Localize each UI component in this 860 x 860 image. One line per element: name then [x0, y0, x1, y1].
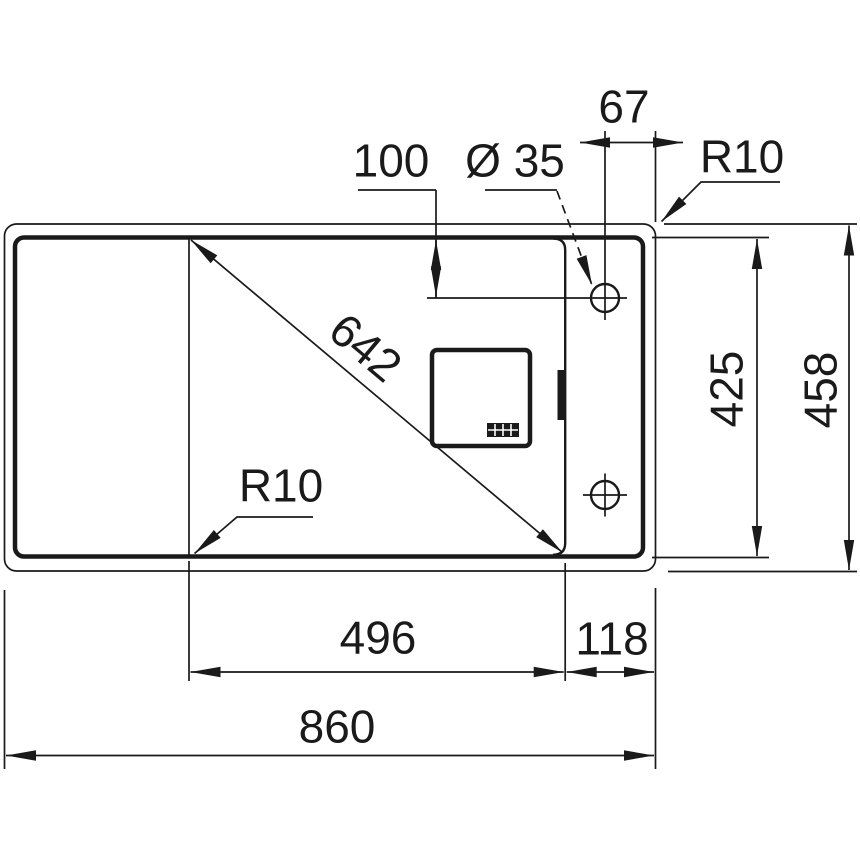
label-outer-corner-radius: R10	[660, 131, 784, 223]
dim-overall-width: 860	[3, 590, 654, 769]
dim-line-642	[190, 239, 564, 554]
dim-label-100: 100	[353, 135, 430, 187]
bowl-right-wall	[552, 237, 567, 556]
dim-label-dia-35: Ø 35	[465, 135, 565, 187]
dim-label-458: 458	[795, 352, 847, 429]
dim-hole-offset-corner: 67	[580, 81, 683, 222]
sink-rim-outline	[12, 235, 646, 559]
dim-label-860: 860	[299, 701, 376, 753]
dim-bowl-width: 496	[188, 561, 567, 681]
sink-outer-outline	[3, 223, 657, 572]
dim-label-r10-bowl: R10	[239, 460, 323, 512]
label-bowl-corner-radius: R10	[193, 460, 323, 555]
dim-label-r10-outer: R10	[700, 131, 784, 183]
dim-label-67: 67	[598, 81, 649, 133]
leader-arrow	[193, 516, 313, 555]
dim-overall-depth: 458	[664, 223, 857, 573]
dim-inner-depth: 425	[652, 236, 769, 559]
tap-hole-bottom	[583, 473, 627, 517]
leader-arrow	[660, 181, 780, 223]
sink-body	[3, 223, 657, 572]
dim-label-425: 425	[701, 351, 753, 428]
overflow-slot	[557, 370, 564, 420]
label-tap-hole-diameter: Ø 35	[465, 135, 593, 286]
leader-arrow	[556, 190, 593, 286]
dim-hole-offset-top: 100	[353, 135, 442, 298]
dim-label-118: 118	[575, 613, 648, 665]
dim-tap-deck-width: 118	[566, 588, 657, 769]
dim-label-642: 642	[320, 303, 412, 392]
dim-label-496: 496	[340, 612, 417, 664]
waste-box	[429, 347, 533, 449]
